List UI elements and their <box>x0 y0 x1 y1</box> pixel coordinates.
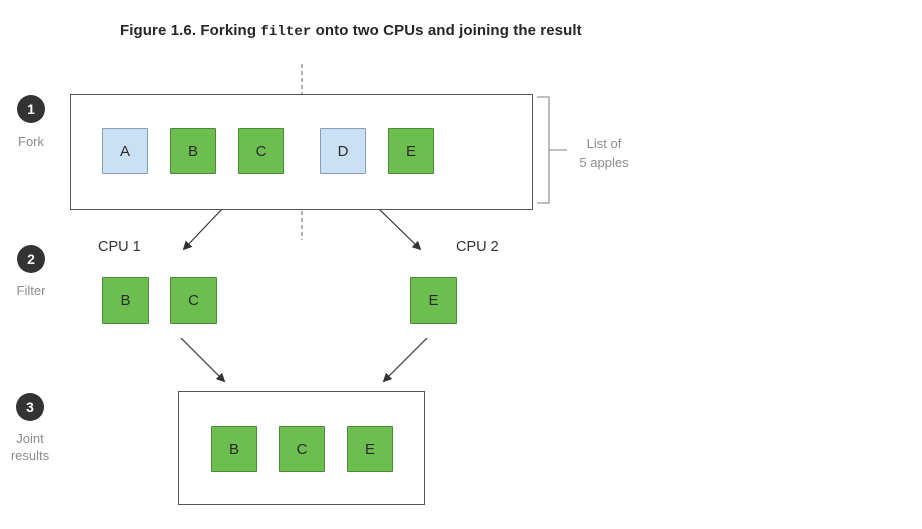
cpu2-label: CPU 2 <box>456 239 499 255</box>
cpu2-result-box-e: E <box>410 277 457 324</box>
step-3-label: Joint results <box>10 431 50 463</box>
fork-arrow-cpu2 <box>378 208 422 251</box>
step-1-badge: 1 <box>17 95 45 123</box>
apple-box-c: C <box>238 128 284 174</box>
step-1-label: Fork <box>18 134 44 149</box>
apple-box-b: B <box>170 128 216 174</box>
figure-title-suffix: onto two CPUs and joining the result <box>311 22 582 39</box>
apple-box-e: E <box>388 128 434 174</box>
step-2-badge: 2 <box>17 245 45 273</box>
list-bracket <box>537 96 567 204</box>
step-3-badge: 3 <box>16 393 44 421</box>
cpu1-result-box-c: C <box>170 277 217 324</box>
apple-box-d: D <box>320 128 366 174</box>
step-2-label: Filter <box>16 283 46 298</box>
cpu1-result-box-b: B <box>102 277 149 324</box>
figure-title-code: filter <box>260 24 312 40</box>
join-arrow-cpu1 <box>180 337 226 383</box>
fork-arrow-cpu1 <box>182 208 223 251</box>
list-annotation: List of 5 apples <box>579 136 629 170</box>
cpu1-label: CPU 1 <box>98 239 141 255</box>
figure-title: Figure 1.6. Forking filter onto two CPUs… <box>120 22 582 40</box>
joint-box-e: E <box>347 426 393 472</box>
figure-title-prefix: Figure 1.6. Forking <box>120 22 261 39</box>
joint-box-c: C <box>279 426 325 472</box>
joint-box-b: B <box>211 426 257 472</box>
join-arrow-cpu2 <box>382 337 428 383</box>
apple-box-a: A <box>102 128 148 174</box>
